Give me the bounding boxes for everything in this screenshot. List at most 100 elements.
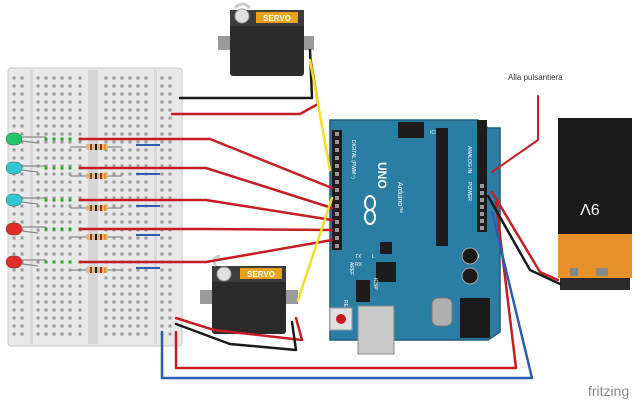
breadboard-hole [120,212,124,216]
led-5-leg [21,263,39,267]
breadboard-hole [104,244,108,248]
led-1-body [5,132,23,146]
breadboard-hole [120,316,124,320]
breadboard-hole [160,180,164,184]
breadboard-jumpers [136,144,160,269]
breadboard-hole [168,76,172,80]
breadboard-hole [136,148,140,152]
breadboard-hole [60,108,64,112]
breadboard-hole [44,100,48,104]
battery-terminal-neg [570,268,578,276]
breadboard-hole [52,244,56,248]
breadboard-hole [112,188,116,192]
breadboard-hole [168,116,172,120]
breadboard-hole [136,252,140,256]
arduino-pin [335,180,339,184]
breadboard-hole [52,300,56,304]
breadboard-hole [128,124,132,128]
wire-battery-positive [490,190,560,282]
breadboard-hole [36,220,40,224]
breadboard-active-hole [60,260,64,264]
breadboard-hole [136,308,140,312]
wire-led5-signal [78,238,334,264]
servo-top-body [230,10,304,76]
breadboard-hole [120,252,124,256]
breadboard-hole [78,148,82,152]
breadboard-hole [68,212,72,216]
breadboard-hole [160,196,164,200]
breadboard-hole [78,220,82,224]
breadboard-hole [112,308,116,312]
breadboard-hole [68,236,72,240]
breadboard-hole [104,76,108,80]
breadboard-hole [160,292,164,296]
breadboard-active-hole [44,166,48,170]
breadboard-hole [136,244,140,248]
breadboard-hole [168,308,172,312]
breadboard-hole [120,292,124,296]
breadboard-hole [168,252,172,256]
breadboard-hole [68,92,72,96]
breadboard-hole [144,196,148,200]
breadboard-hole [144,132,148,136]
breadboard-hole [60,164,64,168]
breadboard-hole [20,220,24,224]
breadboard-hole [120,188,124,192]
arduino-capacitor-1 [461,247,479,265]
breadboard-hole [160,268,164,272]
breadboard-hole [20,236,24,240]
breadboard-hole [60,156,64,160]
breadboard-hole [36,172,40,176]
breadboard-hole [144,236,148,240]
breadboard-hole [168,316,172,320]
breadboard-active-hole [52,166,56,170]
arduino-crystal [431,297,453,327]
breadboard-hole [20,188,24,192]
arduino-reset-button-cap[interactable] [336,314,346,324]
arduino-usb-chip [376,262,396,282]
breadboard-active-hole [52,198,56,202]
breadboard-active-hole [68,227,72,231]
breadboard-active-hole [44,260,48,264]
arduino-uno: ICSP UNO Arduino™ DIGITAL (PWM~) POWER A… [329,119,501,355]
breadboard-hole [112,332,116,336]
breadboard-hole [78,84,82,88]
arduino-pin [335,188,339,192]
breadboard-hole [68,188,72,192]
resistor-band [104,173,106,179]
breadboard-hole [160,148,164,152]
breadboard-hole [20,156,24,160]
breadboard-hole [104,284,108,288]
breadboard-hole [60,148,64,152]
breadboard-hole [60,276,64,280]
breadboard-hole [44,276,48,280]
breadboard-hole [78,116,82,120]
breadboard-hole [68,284,72,288]
breadboard-hole [160,76,164,80]
breadboard-hole [136,220,140,224]
breadboard-hole [36,332,40,336]
breadboard-hole [20,292,24,296]
resistor-band [95,267,97,273]
led-3-body [5,193,23,207]
breadboard-hole [104,108,108,112]
breadboard-hole [52,172,56,176]
breadboard-hole [128,116,132,120]
breadboard-active-hole [60,137,64,141]
breadboard-hole [112,284,116,288]
breadboard-hole [60,172,64,176]
breadboard-hole [68,300,72,304]
breadboard-hole [78,204,82,208]
breadboard-active-hole [68,260,72,264]
breadboard-hole [12,292,16,296]
resistor-band [100,144,102,150]
breadboard-hole [52,220,56,224]
breadboard-hole [144,332,148,336]
arduino-icsp2-header [398,122,424,138]
breadboard-hole [112,180,116,184]
breadboard-hole [144,244,148,248]
breadboard-hole [78,156,82,160]
breadboard-hole [104,332,108,336]
breadboard-hole [160,300,164,304]
